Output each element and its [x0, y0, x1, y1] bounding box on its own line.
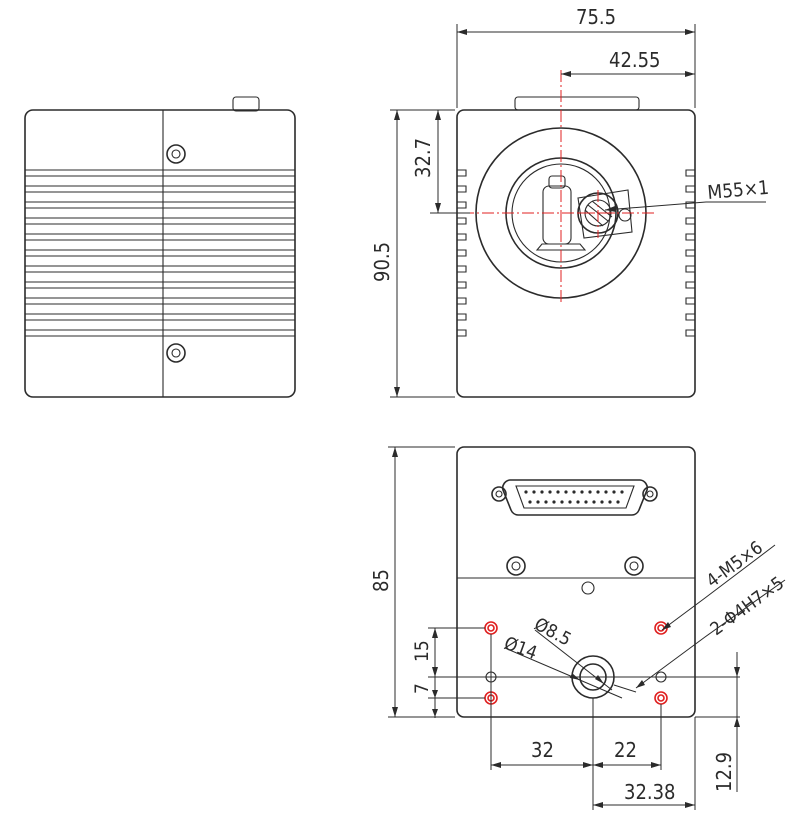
front-view-dimensions [390, 24, 766, 398]
front-view-fins-left [457, 169, 467, 337]
dim-height-total: 90.5 [370, 242, 394, 282]
front-view-connector-bump [514, 96, 640, 111]
bottom-view-dimensions [388, 446, 786, 810]
side-view-screw-bottom [166, 343, 186, 363]
front-view-body [456, 109, 696, 398]
sensor-base [535, 243, 587, 251]
dim-diameter-outer: Ø14 [501, 633, 540, 664]
side-view-connector-bump [232, 96, 260, 112]
front-view-fins-right [685, 169, 695, 337]
sensor-block [542, 185, 572, 245]
bottom-view-body [456, 446, 696, 718]
connector-screw-left [491, 486, 507, 502]
dim-pitch-right: 22 [614, 738, 637, 762]
dim-offset-vertical: 12.9 [712, 752, 736, 792]
dim-pitch-left: 32 [531, 738, 554, 762]
side-view-cooling-fins [25, 169, 295, 337]
dim-hole-pitch-vertical: 15 [411, 640, 433, 662]
dim-hole-offset-vertical: 7 [411, 683, 433, 694]
dim-offset-to-center: 32.38 [624, 780, 676, 804]
dim-width-total: 75.5 [576, 5, 616, 29]
bottom-screw-left [506, 556, 526, 576]
side-view-screw-top [166, 144, 186, 164]
dim-depth-total: 85 [369, 569, 393, 592]
d-sub-connector [501, 479, 649, 516]
rotary-knob-pin [618, 208, 632, 222]
sensor-cap [548, 175, 566, 189]
dim-width-to-axis: 42.55 [609, 48, 661, 72]
front-view [456, 70, 696, 398]
label-lens-mount: M55×1 [707, 177, 770, 204]
side-view-body [24, 109, 296, 398]
side-view [24, 96, 296, 398]
bottom-screw-right [624, 556, 644, 576]
dim-height-to-axis: 32.7 [411, 138, 435, 178]
connector-screw-right [642, 486, 658, 502]
led-indicator [581, 581, 595, 595]
label-threaded-holes: 4-M5×6 [703, 537, 767, 592]
